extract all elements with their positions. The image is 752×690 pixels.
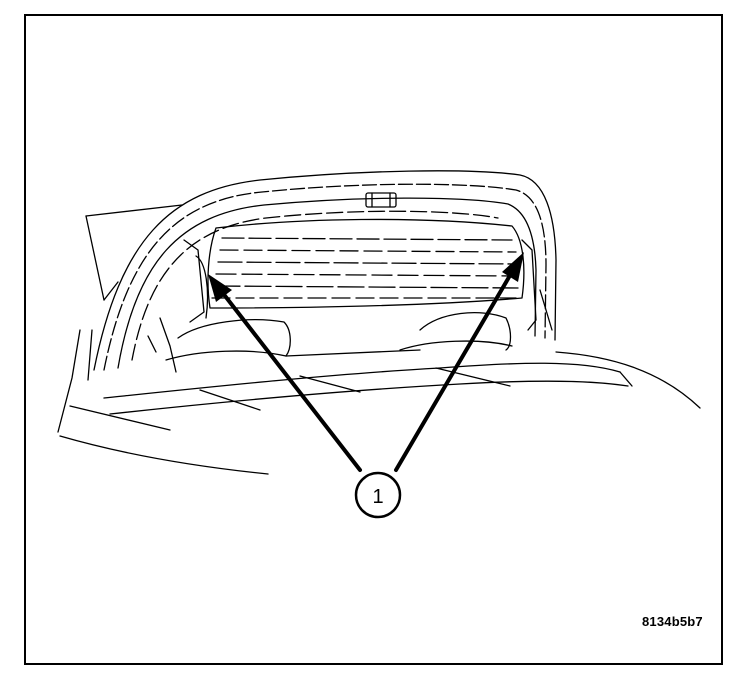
arrow-left-head [208, 274, 232, 302]
figure-id: 8134b5b7 [642, 614, 703, 629]
figure-frame [24, 14, 723, 665]
left-lamp-mount [147, 239, 209, 373]
arrow-right-shaft [394, 270, 514, 472]
arrow-left-shaft [220, 290, 362, 472]
arrow-right-head [502, 252, 524, 282]
callout-circle [354, 471, 402, 519]
callout-number: 1 [372, 486, 383, 508]
right-lamp-mount [521, 239, 553, 331]
center-lamp-housing [207, 192, 525, 309]
rear-deck [103, 351, 701, 415]
callout-arrows [208, 252, 524, 472]
car-body-left [57, 204, 269, 475]
callout-marker: 1 [354, 471, 402, 519]
rear-window-frame [93, 170, 557, 371]
seat-backs [165, 312, 513, 361]
